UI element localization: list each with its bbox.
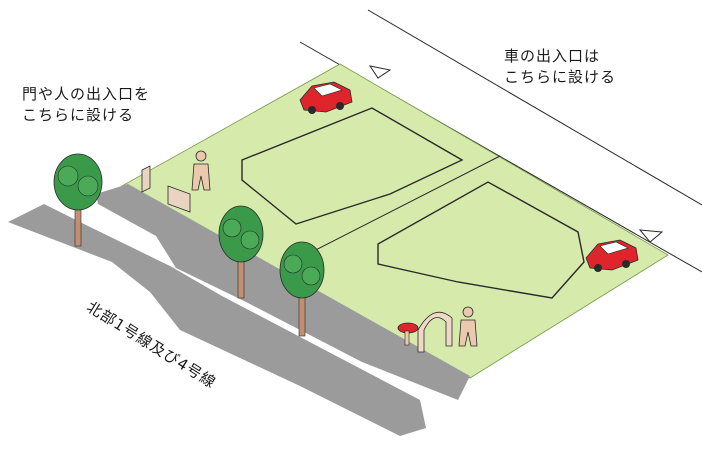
gate-entrance-line-2: こちらに設ける (22, 106, 135, 124)
car-icon (299, 81, 353, 114)
gate-panel-icon (167, 185, 191, 213)
rear-street-line (367, 9, 702, 206)
flag-marker-icon (638, 229, 664, 243)
gate-entrance-label: 門や人の出入口を こちらに設ける (22, 84, 150, 126)
car-entrance-line-1: 車の出入口は (504, 47, 601, 65)
person-icon (191, 150, 211, 191)
tree-icon (218, 205, 264, 299)
flag-marker-icon (368, 65, 392, 79)
person-icon (458, 306, 478, 347)
arch-gate-icon (417, 311, 453, 353)
house-footprint-left (241, 107, 464, 225)
sidewalk-strip (96, 184, 470, 400)
house-footprint-right (377, 181, 585, 299)
main-road (8, 204, 426, 436)
car-entrance-line-2: こちらに設ける (504, 68, 617, 86)
mailbox-icon (397, 322, 419, 346)
tree-icon (279, 241, 325, 337)
lot-divider-line (299, 155, 501, 259)
gate-post-icon (141, 165, 151, 193)
car-icon (585, 239, 639, 272)
gate-entrance-line-1: 門や人の出入口を (22, 85, 151, 103)
car-entrance-label: 車の出入口は こちらに設ける (504, 46, 616, 88)
tree-icon (53, 153, 103, 247)
